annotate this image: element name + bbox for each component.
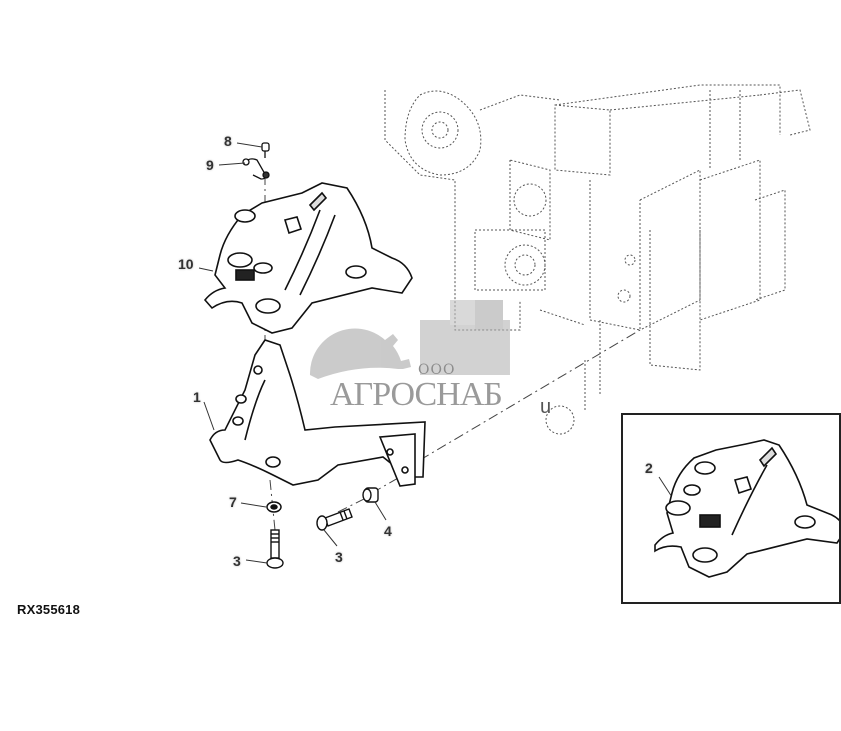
watermark-prefix: ООО bbox=[418, 362, 456, 378]
part-7-washer bbox=[266, 501, 282, 513]
callout-8: 8 bbox=[224, 133, 232, 149]
part-3-bolt-vertical bbox=[266, 529, 284, 569]
inset-detail-frame bbox=[621, 413, 841, 604]
callout-7: 7 bbox=[229, 494, 237, 510]
callout-2: 2 bbox=[645, 460, 653, 476]
callout-leaders bbox=[198, 142, 673, 564]
callout-9: 9 bbox=[206, 157, 214, 173]
part-2-housing-cover-inset bbox=[654, 439, 841, 578]
watermark-suffix: u bbox=[540, 396, 552, 418]
part-9-clip bbox=[242, 158, 270, 180]
callout-10: 10 bbox=[178, 256, 194, 272]
callout-1: 1 bbox=[193, 389, 201, 405]
figure-id: RX355618 bbox=[17, 602, 81, 617]
callout-3-vertical: 3 bbox=[233, 553, 241, 569]
part-10-housing-cover bbox=[203, 182, 413, 334]
callout-3-horizontal: 3 bbox=[335, 549, 343, 565]
watermark-name: АГРОСНАБ bbox=[330, 376, 503, 413]
part-1-housing bbox=[209, 339, 426, 487]
watermark-logo bbox=[309, 300, 510, 379]
engine-block-ghost bbox=[384, 84, 811, 435]
callout-4: 4 bbox=[384, 523, 392, 539]
part-8-screw bbox=[261, 142, 270, 158]
part-4-spacer bbox=[362, 487, 379, 503]
part-3-bolt-horizontal bbox=[316, 508, 353, 531]
